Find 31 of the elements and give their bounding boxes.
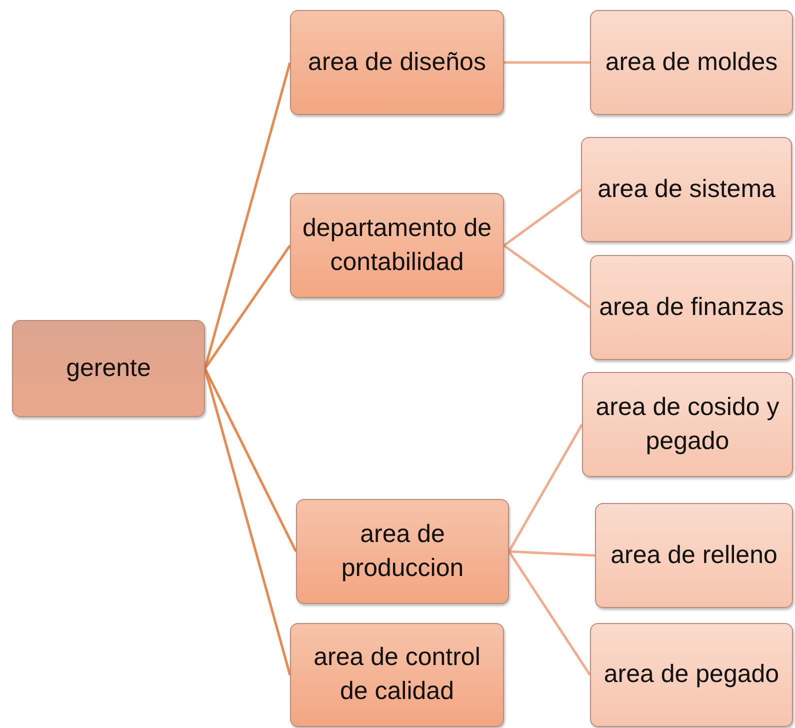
box-label: area de diseños	[308, 46, 486, 78]
connector-line	[204, 368, 298, 552]
box-label: area de relleno	[610, 540, 778, 571]
box-label: gerente	[66, 352, 151, 384]
org-box	[590, 10, 793, 115]
connector-line	[503, 244, 591, 309]
org-box	[595, 503, 793, 608]
connector-line	[503, 188, 582, 247]
box-label: area de pegado	[604, 659, 780, 690]
connector-line	[508, 424, 584, 552]
connector-line	[508, 550, 596, 557]
box-label: area de finanzas	[599, 292, 784, 323]
org-box	[582, 372, 793, 477]
connector-line	[504, 61, 590, 64]
org-box	[290, 10, 504, 115]
org-box	[590, 623, 793, 727]
org-box	[296, 499, 509, 604]
connector-line	[204, 244, 292, 370]
org-box	[581, 137, 792, 242]
org-box	[590, 255, 793, 360]
box-label: area de control de calidad	[312, 642, 482, 707]
box-label: departamento de contabilidad	[301, 212, 493, 278]
box-label: area de cosido y pegado	[594, 392, 780, 456]
org-box	[12, 320, 205, 417]
box-label: area de moldes	[605, 46, 778, 78]
box-label: area de sistema	[598, 174, 776, 205]
org-box	[290, 193, 504, 298]
connector-line	[204, 368, 292, 676]
connector-line	[508, 550, 592, 676]
box-label: area de produccion	[340, 518, 465, 584]
org-box	[290, 623, 504, 727]
